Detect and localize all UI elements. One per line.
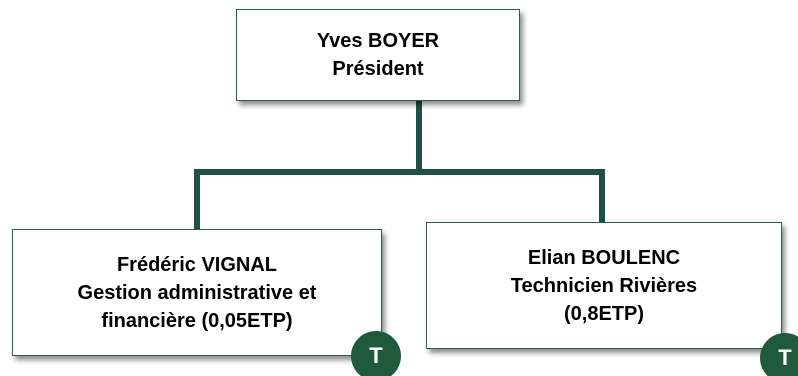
member-role-line1: Technicien Rivières: [510, 274, 698, 297]
member-name: Elian BOULENC: [527, 246, 681, 269]
member-role-line2: (0,8ETP): [563, 302, 645, 325]
member-role-line2: financière (0,05ETP): [101, 309, 293, 332]
member-box-vignal: Frédéric VIGNAL Gestion administrative e…: [12, 229, 382, 356]
president-role: Président: [332, 58, 424, 80]
member-name: Frédéric VIGNAL: [116, 253, 278, 276]
t-badge: T: [351, 331, 401, 376]
t-badge: T: [760, 333, 798, 376]
member-role-line1: Gestion administrative et: [77, 281, 317, 304]
president-box: Yves BOYER Président: [236, 9, 520, 101]
member-box-boulenc: Elian BOULENC Technicien Rivières (0,8ET…: [426, 222, 782, 349]
president-name: Yves BOYER: [316, 30, 440, 52]
